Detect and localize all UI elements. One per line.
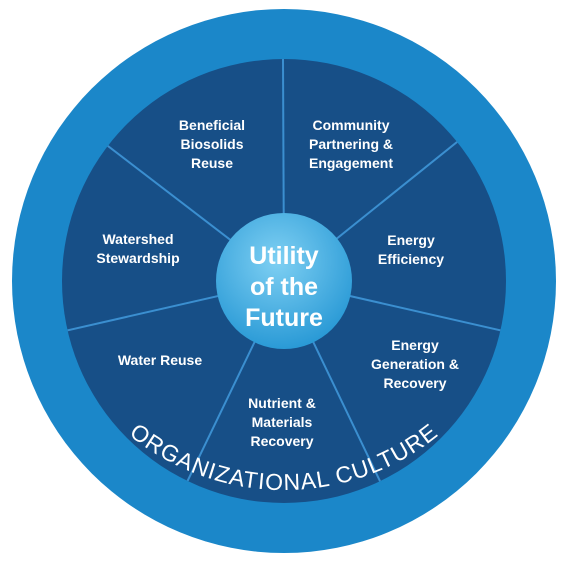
segment-label-line: Reuse	[191, 155, 233, 171]
segment-label-line: Biosolids	[180, 136, 243, 152]
segment-label-line: Energy	[387, 232, 435, 248]
segment-label-line: Efficiency	[378, 251, 444, 267]
center-label-line: Future	[245, 304, 323, 332]
segment-label-line: Stewardship	[96, 250, 179, 266]
center-label-line: of the	[250, 273, 318, 301]
segment-label-line: Community	[313, 117, 390, 133]
segment-label: Water Reuse	[118, 352, 203, 368]
segment-label-line: Water Reuse	[118, 352, 203, 368]
center-circle	[216, 213, 352, 349]
segment-label-line: Materials	[252, 414, 313, 430]
center-label-line: Utility	[249, 242, 319, 270]
segment-label-line: Nutrient &	[248, 395, 316, 411]
segment-label-line: Partnering &	[309, 136, 393, 152]
segment-label-line: Generation &	[371, 356, 459, 372]
segment-label-line: Watershed	[102, 231, 173, 247]
segment-label-line: Engagement	[309, 155, 393, 171]
segment-label-line: Beneficial	[179, 117, 245, 133]
segment-label-line: Recovery	[250, 433, 313, 449]
segment-label-line: Recovery	[383, 375, 446, 391]
segment-label-line: Energy	[391, 337, 439, 353]
